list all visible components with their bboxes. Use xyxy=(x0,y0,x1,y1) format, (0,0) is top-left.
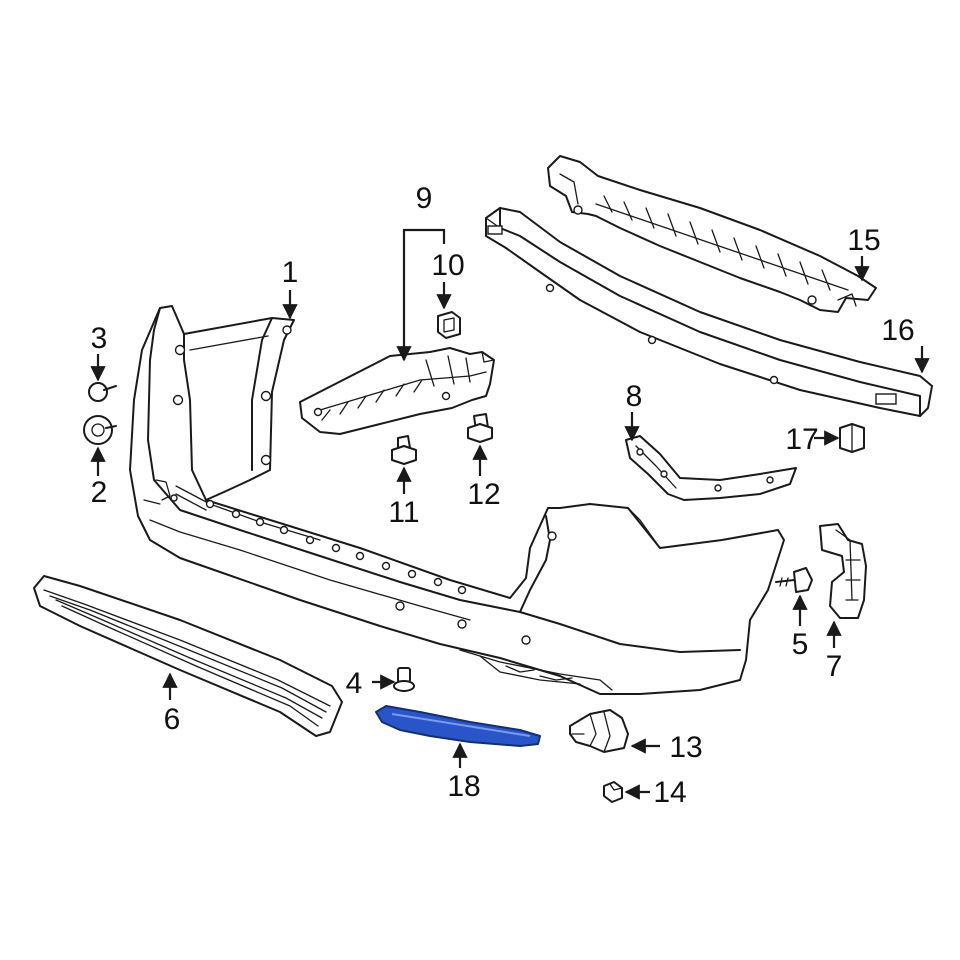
part-18-reflector xyxy=(375,705,541,747)
part-10-clip xyxy=(437,311,461,339)
part-15-bracket xyxy=(547,155,877,313)
part-1-bumper-cover xyxy=(129,305,785,695)
part-9-bracket xyxy=(299,347,495,435)
callout-3: 3 xyxy=(91,322,108,355)
callout-labels: 1 2 3 4 5 6 7 8 9 10 11 12 13 14 15 16 1… xyxy=(91,182,915,809)
part-16-beam xyxy=(485,207,933,417)
callout-15: 15 xyxy=(847,224,880,257)
callout-pointers xyxy=(90,228,930,800)
part-7-spacer xyxy=(819,523,867,619)
callout-14: 14 xyxy=(653,776,686,809)
callout-10: 10 xyxy=(431,249,464,282)
bumper-mounting-holes xyxy=(170,325,557,645)
part-3-bolt xyxy=(88,382,117,402)
part-2-grommet xyxy=(83,415,117,445)
callout-7: 7 xyxy=(826,650,843,683)
callout-9: 9 xyxy=(416,182,433,215)
callout-16: 16 xyxy=(881,314,914,347)
part-11-clip xyxy=(391,435,417,465)
callout-11: 11 xyxy=(388,496,419,529)
callout-1: 1 xyxy=(282,256,299,289)
callout-8: 8 xyxy=(626,380,643,413)
callout-17: 17 xyxy=(785,423,818,456)
part-5-screw xyxy=(775,567,813,593)
callout-4: 4 xyxy=(346,667,363,700)
part-12-clip xyxy=(467,413,493,443)
part-17-bolt xyxy=(839,423,865,453)
part-6-step-pad xyxy=(33,575,343,737)
callout-2: 2 xyxy=(91,476,108,509)
callout-5: 5 xyxy=(792,628,809,661)
callout-13: 13 xyxy=(669,731,702,764)
part-13-bracket xyxy=(569,709,629,753)
callout-6: 6 xyxy=(164,703,181,736)
part-8-bracket xyxy=(625,435,797,501)
callout-12: 12 xyxy=(467,478,500,511)
part-14-nut xyxy=(603,781,623,803)
callout-18: 18 xyxy=(447,770,480,803)
part-4-clip xyxy=(393,667,415,692)
